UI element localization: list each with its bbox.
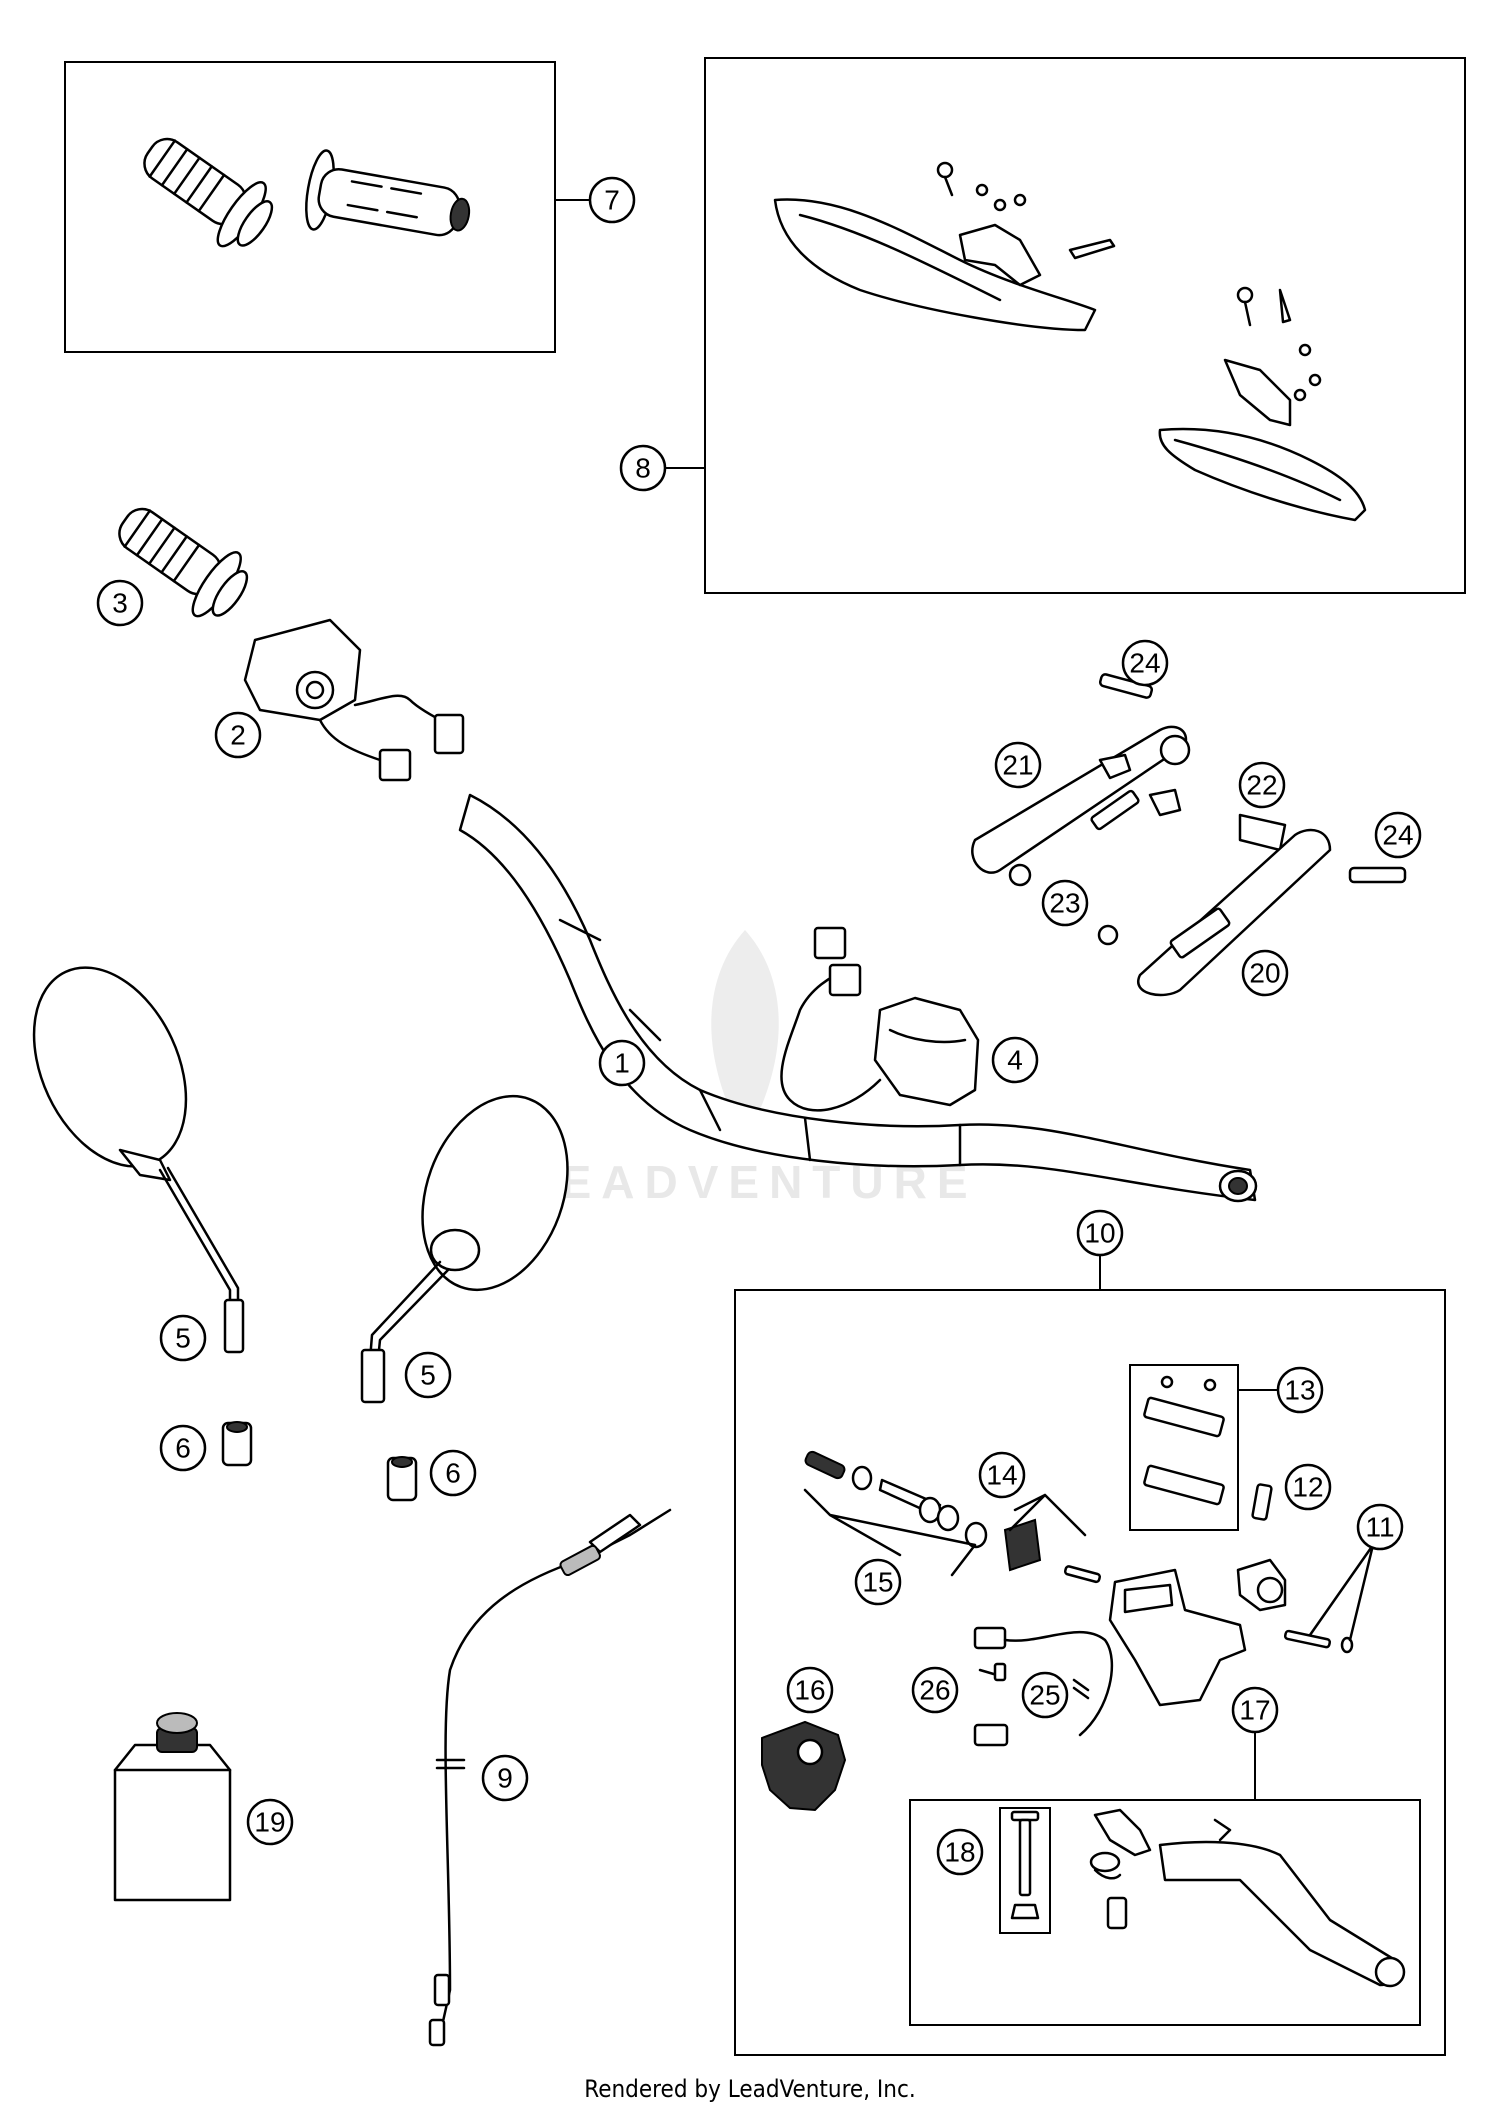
grip-set-illustration (143, 137, 471, 248)
part-12-screw (1251, 1483, 1273, 1521)
callout-8: 8 (619, 444, 667, 492)
svg-text:22: 22 (1246, 770, 1277, 801)
callout-4: 4 (991, 1036, 1039, 1084)
part-19-fluid-container (113, 1712, 232, 1902)
callout-21: 21 (994, 741, 1042, 789)
svg-text:15: 15 (862, 1567, 893, 1598)
svg-text:26: 26 (919, 1675, 950, 1706)
callout-6b: 6 (429, 1449, 477, 1497)
callout-1: 1 (598, 1039, 646, 1087)
callout-9: 9 (481, 1754, 529, 1802)
svg-text:20: 20 (1249, 958, 1280, 989)
callout-24b: 24 (1374, 811, 1422, 859)
svg-text:12: 12 (1292, 1472, 1323, 1503)
part-6-bushing-left (221, 1421, 253, 1467)
part-5-mirror-right (360, 1094, 569, 1404)
callout-25: 25 (1021, 1671, 1069, 1719)
part-3-grip (118, 507, 249, 618)
svg-text:14: 14 (986, 1460, 1017, 1491)
master-cylinder-box (734, 1289, 1446, 2056)
svg-text:2: 2 (230, 720, 246, 751)
callout-14: 14 (978, 1451, 1026, 1499)
callout-7: 7 (588, 176, 636, 224)
part-11-pin (1283, 1543, 1375, 1654)
footer-credit: Rendered by LeadVenture, Inc. (584, 2075, 916, 2103)
callout-6a: 6 (159, 1424, 207, 1472)
part-6-bushing-right (386, 1456, 418, 1502)
part-15-piston-kit (803, 1450, 988, 1577)
part-4-switch (780, 926, 980, 1112)
callout-12: 12 (1284, 1463, 1332, 1511)
svg-text:16: 16 (794, 1675, 825, 1706)
svg-text:19: 19 (254, 1807, 285, 1838)
svg-text:10: 10 (1084, 1218, 1115, 1249)
svg-text:4: 4 (1007, 1045, 1023, 1076)
callout-2: 2 (214, 711, 262, 759)
callout-3: 3 (96, 579, 144, 627)
part-16-clamp (761, 1720, 847, 1812)
callout-20: 20 (1241, 949, 1289, 997)
svg-text:11: 11 (1365, 1512, 1394, 1543)
svg-text:9: 9 (497, 1763, 513, 1794)
svg-text:7: 7 (604, 185, 620, 216)
callout-24a: 24 (1121, 639, 1169, 687)
callout-15: 15 (854, 1558, 902, 1606)
svg-text:17: 17 (1239, 1695, 1270, 1726)
svg-text:6: 6 (445, 1458, 461, 1489)
brake-lever-parts (1089, 1808, 1406, 1988)
svg-text:1: 1 (614, 1048, 630, 1079)
reservoir-cover-box (1129, 1364, 1239, 1531)
svg-text:23: 23 (1049, 888, 1080, 919)
callout-19: 19 (246, 1798, 294, 1846)
part-5-mirror-left (32, 966, 245, 1354)
callout-17: 17 (1231, 1686, 1279, 1734)
hand-guard-set-box (704, 57, 1466, 594)
part-25-brake-switch (973, 1626, 1114, 1747)
callout-5a: 5 (159, 1314, 207, 1362)
part-1-handlebar (458, 793, 1258, 1203)
part-2-throttle-housing (243, 618, 465, 782)
svg-text:25: 25 (1029, 1680, 1060, 1711)
svg-text:6: 6 (175, 1433, 191, 1464)
part-9-cable (428, 1508, 672, 2047)
grip-set-box (64, 61, 556, 353)
part-18-pivot-bolt (1010, 1810, 1040, 1920)
callout-13: 13 (1276, 1366, 1324, 1414)
svg-text:21: 21 (1002, 750, 1033, 781)
svg-text:13: 13 (1284, 1375, 1315, 1406)
part-13-reservoir-cover (1143, 1375, 1225, 1506)
svg-text:18: 18 (944, 1837, 975, 1868)
callout-26: 26 (911, 1666, 959, 1714)
part-14-boot (1003, 1493, 1101, 1584)
callout-23: 23 (1041, 879, 1089, 927)
svg-text:5: 5 (420, 1360, 436, 1391)
master-cylinder-body (1108, 1558, 1287, 1707)
svg-text:5: 5 (175, 1323, 191, 1354)
callout-5b: 5 (404, 1351, 452, 1399)
callout-22: 22 (1238, 761, 1286, 809)
callout-16: 16 (786, 1666, 834, 1714)
svg-text:8: 8 (635, 453, 651, 484)
svg-text:3: 3 (112, 588, 128, 619)
callout-10: 10 (1076, 1209, 1124, 1257)
svg-text:24: 24 (1129, 648, 1160, 679)
part-26-screw (978, 1662, 1007, 1682)
hand-guard-set-illustration (773, 161, 1367, 522)
callout-11: 11 (1356, 1503, 1404, 1551)
svg-text:24: 24 (1382, 820, 1413, 851)
pivot-bolt-box (999, 1807, 1051, 1934)
brake-lever-box (909, 1799, 1421, 2026)
lever-assembly (971, 673, 1407, 997)
callout-18: 18 (936, 1828, 984, 1876)
